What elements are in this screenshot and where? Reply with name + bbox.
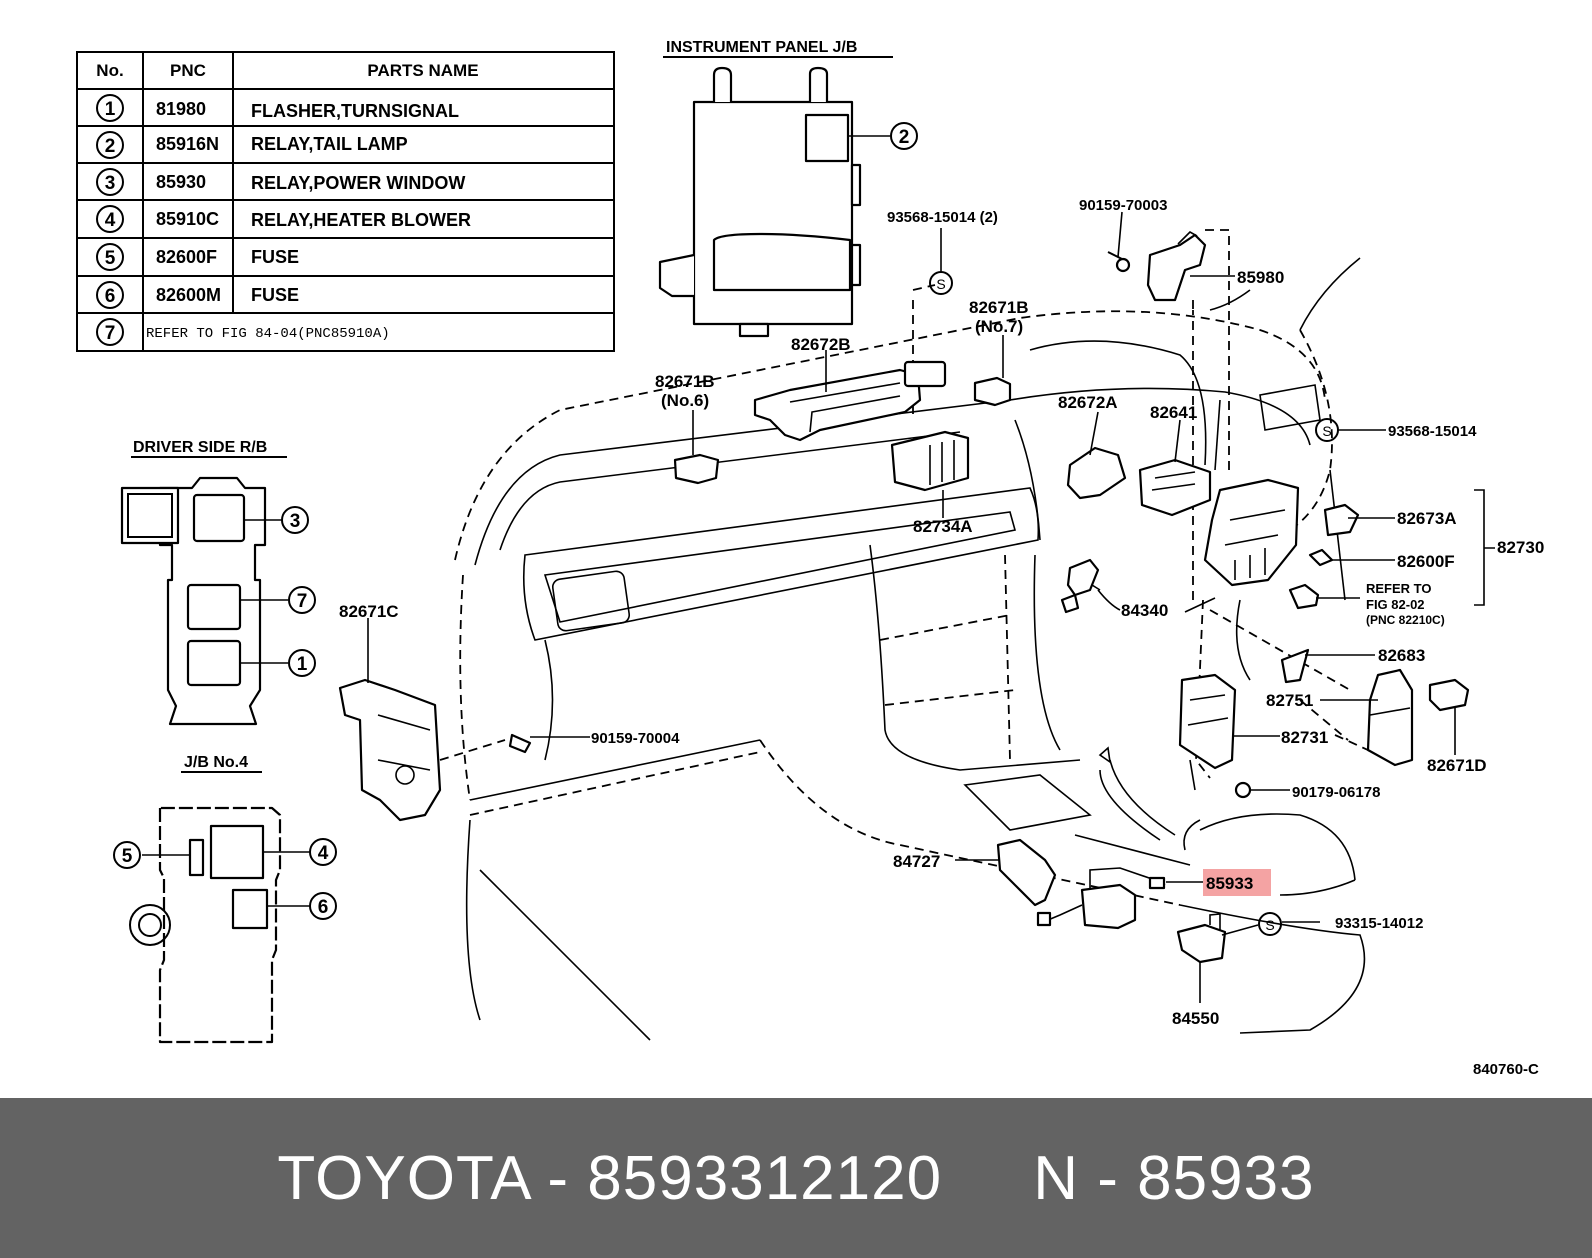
instrument-panel-jb: INSTRUMENT PANEL J/B 2	[658, 39, 918, 338]
label-82751: 82751	[1266, 691, 1313, 710]
row-name-7: REFER TO FIG 84-04(PNC85910A)	[146, 326, 390, 342]
row-name-6: FUSE	[251, 285, 299, 305]
table-header-pnc: PNC	[170, 61, 206, 80]
label-85933: 85933	[1206, 874, 1253, 893]
label-refer-fig: FIG 82-02	[1366, 597, 1425, 612]
part-number: 8593312120	[587, 1143, 943, 1213]
row-no-3: 3	[105, 173, 116, 194]
label-82734a: 82734A	[913, 517, 973, 536]
highlight-85933	[1203, 869, 1271, 896]
table-header-parts-name: PARTS NAME	[367, 61, 478, 80]
callout-num-5: 5	[122, 846, 133, 867]
separator: -	[529, 1143, 588, 1213]
row-name-1: FLASHER,TURNSIGNAL	[251, 101, 459, 121]
row-no-2: 2	[105, 136, 116, 157]
row-pnc-6: 82600M	[156, 285, 221, 305]
figure-id: 840760-C	[1473, 1061, 1539, 1078]
label-refer-to: REFER TO	[1366, 581, 1432, 596]
callout-num-6: 6	[318, 897, 329, 918]
label-82730: 82730	[1497, 538, 1544, 557]
callout-num-2: 2	[899, 127, 910, 148]
relay-85980-shape	[1107, 231, 1207, 302]
label-84340: 84340	[1121, 601, 1168, 620]
label-82641: 82641	[1150, 403, 1197, 422]
label-82671c: 82671C	[339, 602, 399, 621]
callout-labels: 93568-15014 (2) 90159-70003 85980 82671B…	[339, 197, 1544, 1078]
row-pnc-2: 85916N	[156, 134, 219, 154]
dashboard-outline	[439, 229, 1391, 1041]
label-90159-70003: 90159-70003	[1079, 197, 1167, 214]
part-info-text: TOYOTA - 8593312120 N - 85933	[277, 1143, 1314, 1214]
s-mark-2: S	[1322, 423, 1331, 439]
table-header-no: No.	[96, 61, 123, 80]
part-info-banner: TOYOTA - 8593312120 N - 85933	[0, 1098, 1592, 1258]
label-85980: 85980	[1237, 268, 1284, 287]
row-no-4: 4	[105, 210, 116, 231]
separator-2: -	[1079, 1143, 1138, 1213]
n-label: N	[1033, 1143, 1080, 1213]
row-pnc-5: 82600F	[156, 247, 217, 267]
s-mark-3: S	[1265, 917, 1274, 933]
label-90159-70004: 90159-70004	[591, 730, 680, 747]
parts-diagram: No. PNC PARTS NAME 1 81980 FLASHER,TURNS…	[76, 39, 1545, 1078]
label-82731: 82731	[1281, 728, 1328, 747]
callout-num-1: 1	[297, 654, 308, 675]
driver-side-rb: DRIVER SIDE R/B 3 7 1	[120, 439, 316, 726]
instrument-panel-title: INSTRUMENT PANEL J/B	[666, 39, 857, 56]
row-pnc-1: 81980	[156, 99, 206, 119]
jb-no4: J/B No.4 5 4 6	[113, 754, 337, 1044]
pnc-number: 85933	[1137, 1143, 1315, 1213]
row-no-7: 7	[105, 323, 116, 344]
label-82671d: 82671D	[1427, 756, 1487, 775]
label-refer-pnc: (PNC 82210C)	[1366, 613, 1445, 627]
label-82672a: 82672A	[1058, 393, 1118, 412]
callout-num-4: 4	[318, 843, 329, 864]
leader-lines	[367, 211, 1495, 1003]
label-93568-15014-2: 93568-15014 (2)	[887, 209, 998, 226]
label-90179-06178: 90179-06178	[1292, 784, 1380, 801]
label-82671b-no6-sub: (No.6)	[661, 391, 709, 410]
parts	[338, 231, 1470, 964]
label-82671b-no7-sub: (No.7)	[975, 317, 1023, 336]
row-name-2: RELAY,TAIL LAMP	[251, 134, 408, 154]
parts-table: No. PNC PARTS NAME 1 81980 FLASHER,TURNS…	[76, 51, 615, 352]
row-no-6: 6	[105, 286, 116, 307]
label-84550: 84550	[1172, 1009, 1219, 1028]
s-mark-1: S	[936, 276, 945, 292]
brand-name: TOYOTA	[277, 1143, 530, 1213]
callout-num-3: 3	[290, 511, 301, 532]
spacer	[942, 1144, 1033, 1213]
row-name-3: RELAY,POWER WINDOW	[251, 173, 465, 193]
row-name-4: RELAY,HEATER BLOWER	[251, 210, 471, 230]
row-pnc-4: 85910C	[156, 209, 219, 229]
label-82683: 82683	[1378, 646, 1425, 665]
label-93568-15014: 93568-15014	[1388, 423, 1477, 440]
label-82600f: 82600F	[1397, 552, 1455, 571]
jb4-title: J/B No.4	[184, 754, 248, 771]
row-no-5: 5	[105, 248, 116, 269]
driver-side-title: DRIVER SIDE R/B	[133, 439, 267, 456]
row-no-1: 1	[105, 99, 116, 120]
label-82671b-no7: 82671B	[969, 298, 1029, 317]
label-93315-14012: 93315-14012	[1335, 915, 1423, 932]
row-name-5: FUSE	[251, 247, 299, 267]
label-82672b: 82672B	[791, 335, 851, 354]
label-82671b-no6: 82671B	[655, 372, 715, 391]
label-82673a: 82673A	[1397, 509, 1457, 528]
row-pnc-3: 85930	[156, 172, 206, 192]
label-84727: 84727	[893, 852, 940, 871]
callout-num-7: 7	[297, 591, 308, 612]
